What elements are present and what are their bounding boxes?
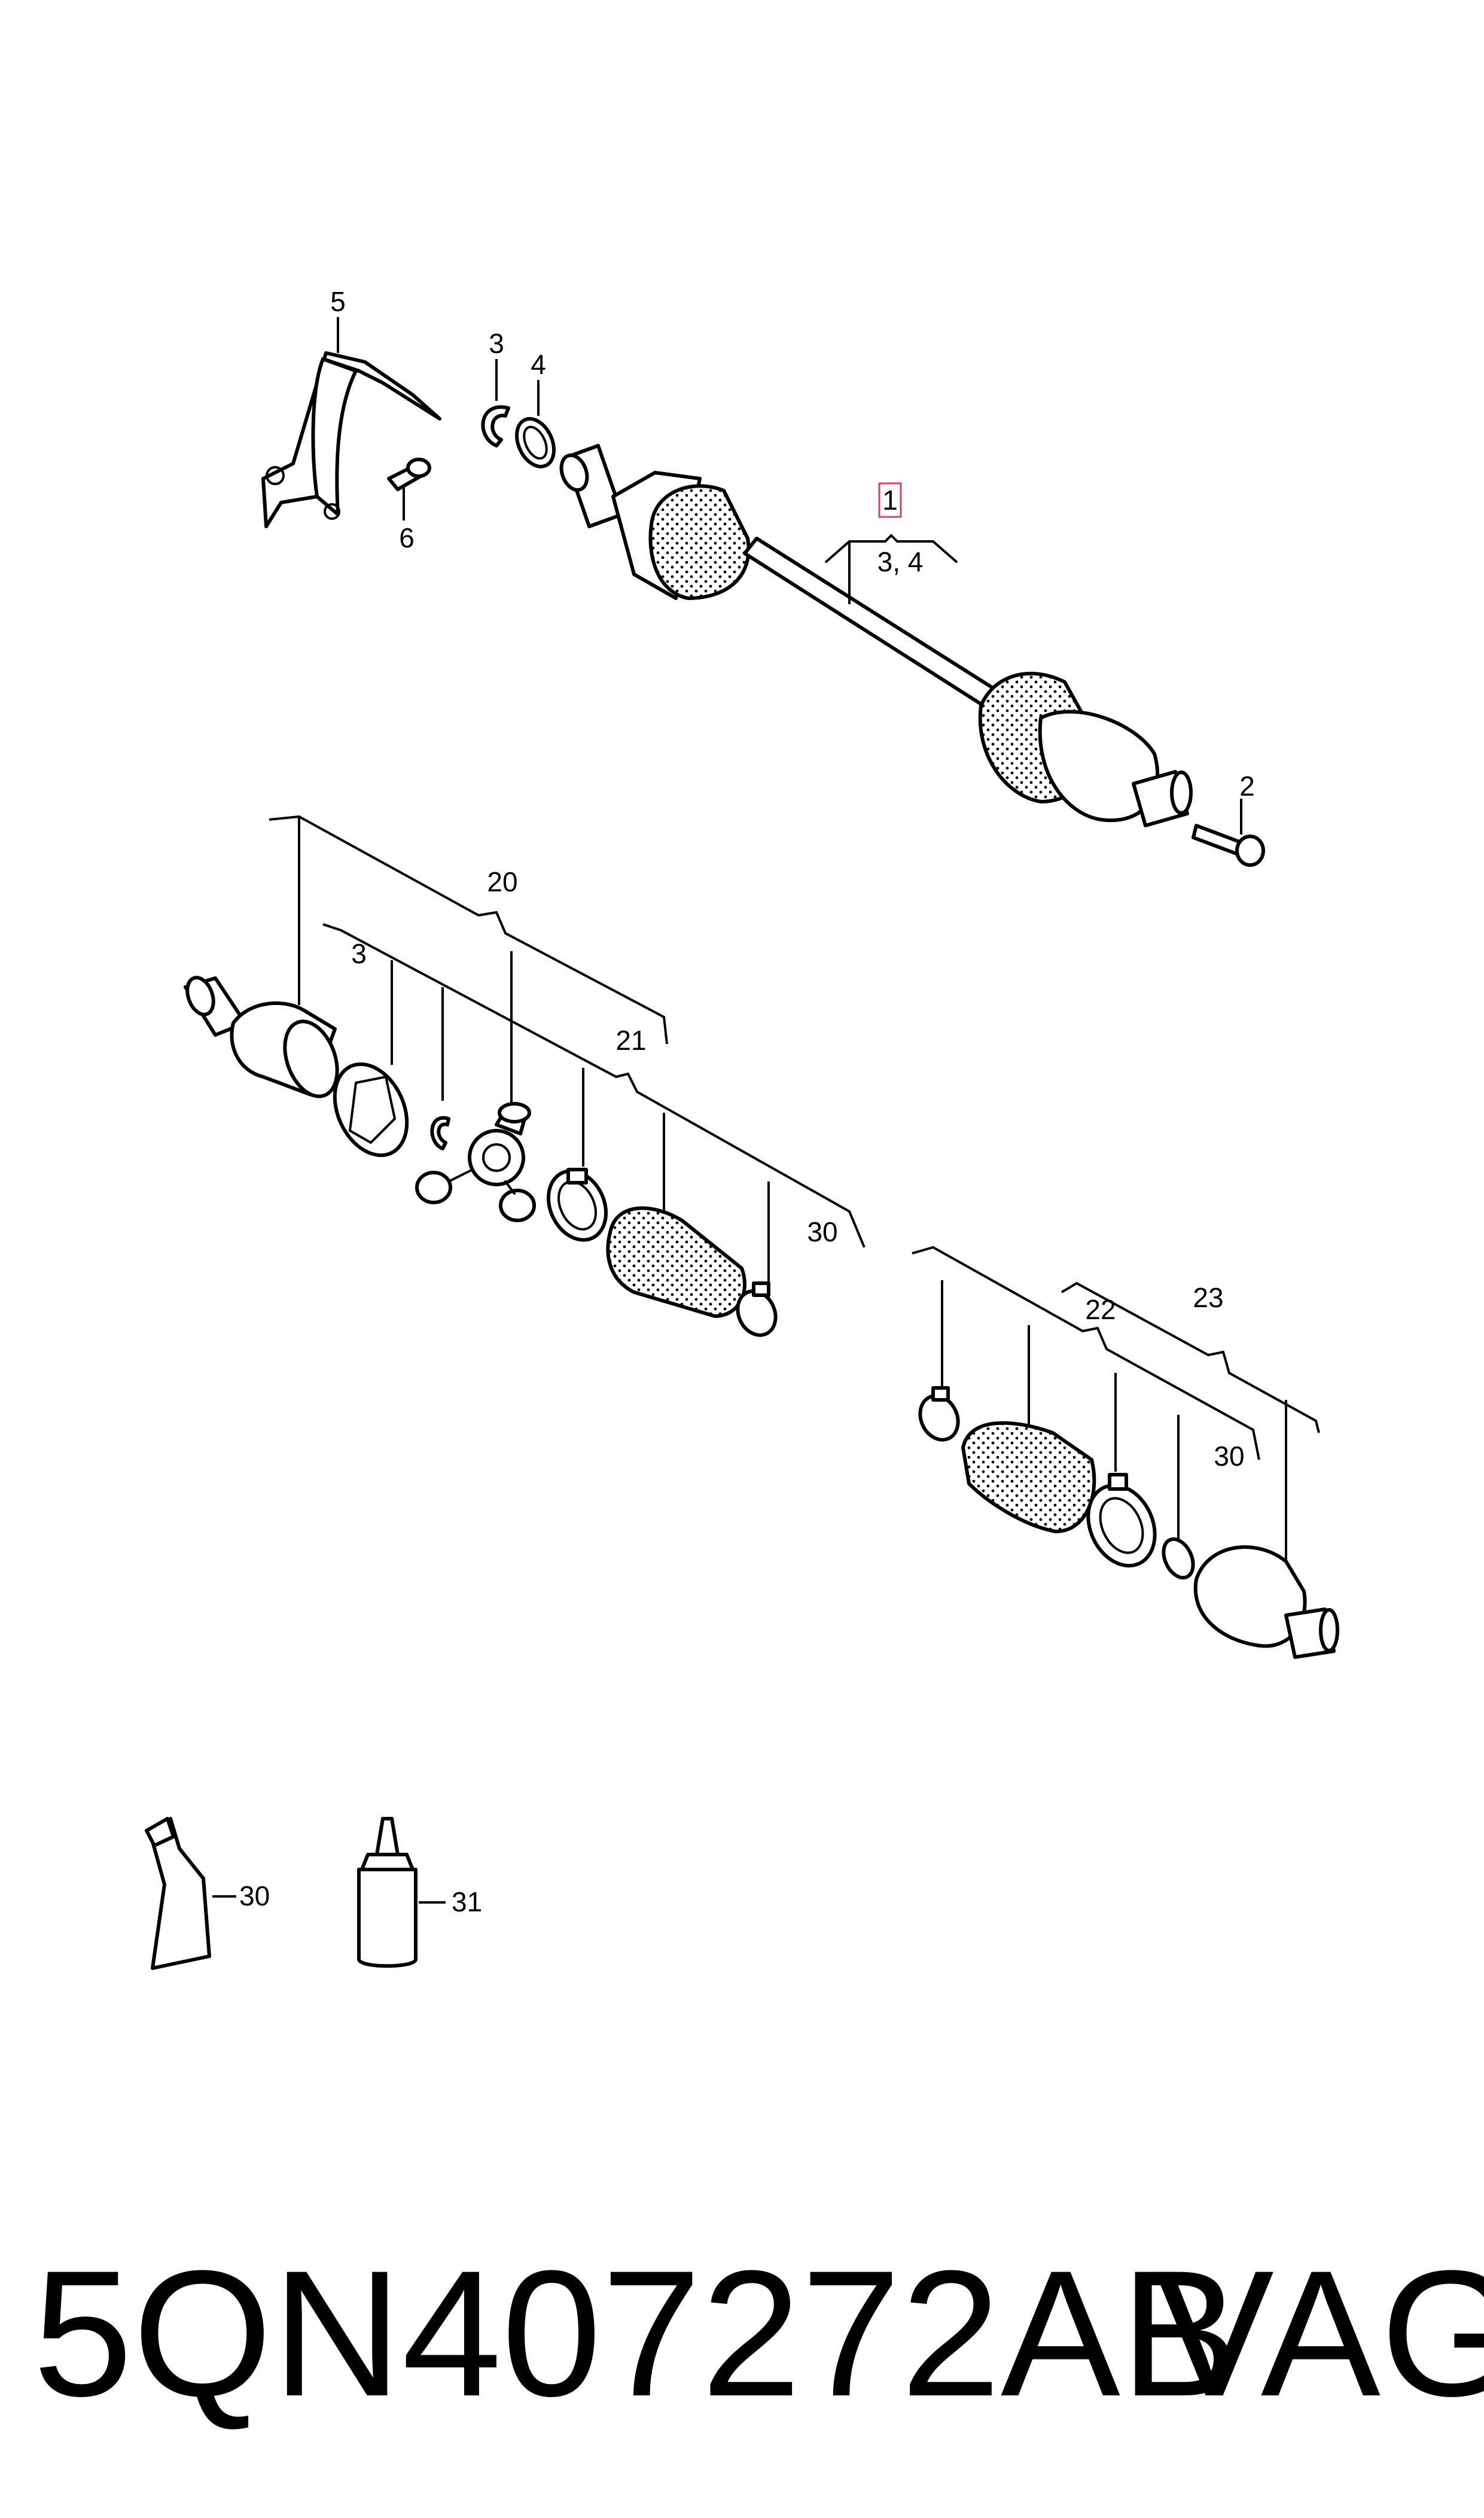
sealant-bottle-part [357, 1817, 446, 1968]
bolt-2-part [1192, 799, 1265, 867]
outer-circlip-part [1162, 1537, 1195, 1580]
callout-1-highlight [878, 482, 902, 518]
callout-30-outer: 30 [1214, 1441, 1244, 1472]
grease-tube-part [145, 1817, 236, 1970]
callout-21: 21 [615, 1025, 646, 1056]
callout-22: 22 [1085, 1294, 1116, 1325]
brand-label: VAG [1154, 2233, 1484, 2434]
tripod-part [415, 1102, 536, 1222]
callout-30-kit: 30 [807, 1216, 837, 1247]
drive-shaft-assembly-part [559, 444, 1193, 827]
heat-shield-part [261, 351, 441, 528]
callout-3-4: 3, 4 [877, 546, 924, 577]
callout-2: 2 [1239, 771, 1255, 802]
callout-1: 1 [882, 485, 898, 516]
callout-4: 4 [531, 349, 546, 380]
circlip-part [430, 1116, 450, 1150]
callout-30-grease: 30 [239, 1880, 270, 1911]
outer-joint-part [1193, 1545, 1339, 1659]
small-clamp-part [736, 1281, 778, 1337]
seal-ring-4-part [515, 417, 556, 468]
inner-boot-part [606, 1206, 746, 1318]
footer: 5QN407272AB VAG [0, 2225, 1484, 2441]
callout-20: 20 [487, 866, 517, 897]
part-number: 5QN407272AB [33, 2233, 1241, 2434]
outer-clamp-part [1086, 1473, 1157, 1568]
callout-5: 5 [330, 286, 346, 317]
callout-3: 3 [489, 328, 504, 359]
inner-joint-housing-part [184, 976, 339, 1098]
callout-3-kit: 3 [351, 938, 367, 969]
bolt-6-part [387, 458, 431, 520]
clamp-part [546, 1168, 608, 1242]
callout-23: 23 [1193, 1282, 1223, 1313]
cover-plate-part [333, 1062, 409, 1158]
callout-31: 31 [452, 1886, 482, 1917]
callout-6: 6 [399, 522, 415, 553]
outer-boot-part [961, 1421, 1096, 1533]
outer-small-clamp-part [918, 1386, 960, 1442]
circlip-3-part [481, 405, 510, 447]
